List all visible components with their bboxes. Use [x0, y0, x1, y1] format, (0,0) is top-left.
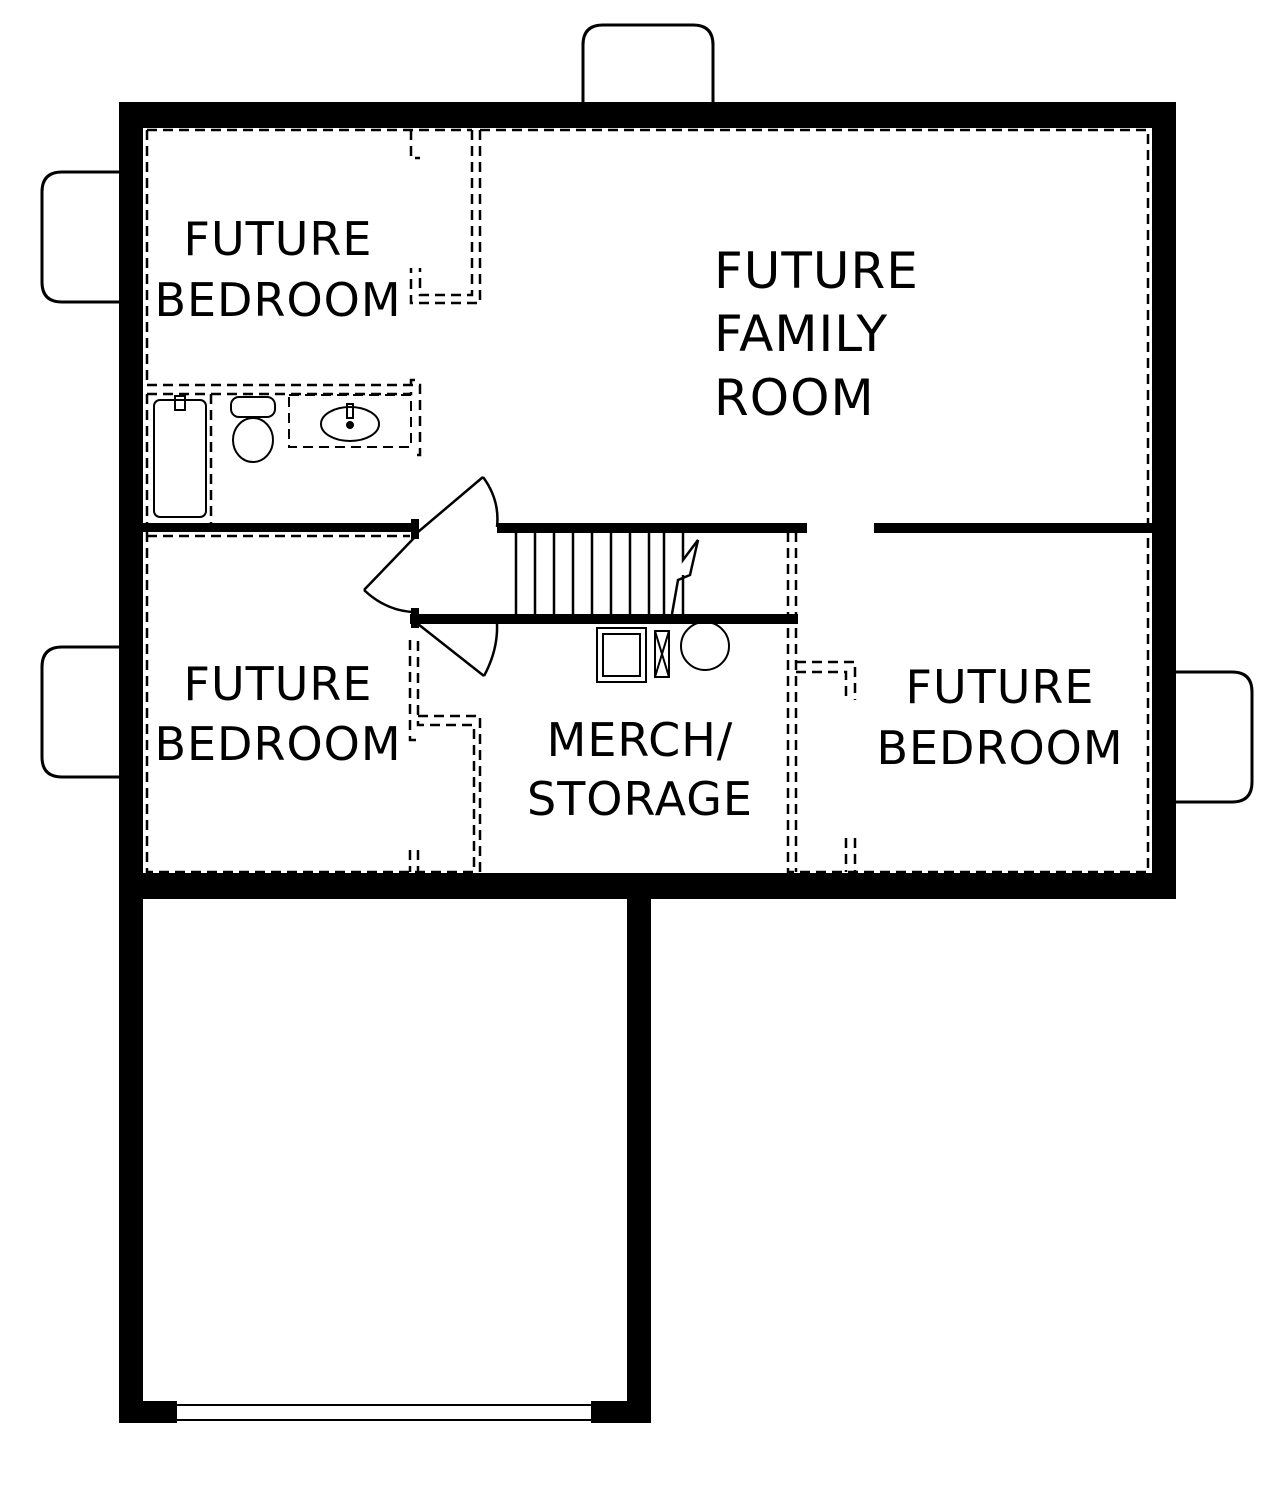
garage-walls — [119, 899, 651, 1423]
furnace-icon — [596, 627, 670, 683]
wall-west — [119, 102, 143, 899]
interior-walls — [143, 519, 1152, 628]
label-family-room-line2: FAMILY — [714, 305, 888, 363]
stairs-icon — [514, 533, 700, 615]
label-family-room: FUTURE FAMILY ROOM — [714, 242, 919, 427]
sink-icon — [288, 394, 412, 448]
future-wall-bath-outline — [145, 378, 422, 523]
label-family-room-line1: FUTURE — [714, 242, 919, 300]
wall-north — [119, 102, 1176, 128]
label-storage-line2: STORAGE — [527, 772, 753, 826]
wall-bath-south — [143, 523, 414, 532]
doors — [363, 476, 499, 677]
door-jamb-2 — [411, 608, 419, 628]
future-wall-nw-outline — [145, 128, 482, 385]
label-family-room-line3: ROOM — [714, 369, 875, 427]
window-wells — [40, 23, 1254, 804]
bathtub-icon — [153, 395, 207, 518]
wall-stairs-north — [497, 523, 807, 533]
door-bath — [417, 476, 499, 533]
door-jamb-1 — [411, 519, 419, 539]
label-bedroom-nw: FUTURE BEDROOM — [154, 212, 401, 327]
water-heater-icon — [680, 621, 730, 671]
label-bedroom-e-line2: BEDROOM — [876, 721, 1123, 775]
future-walls — [145, 128, 1150, 874]
future-wall-e-bedroom — [786, 532, 1150, 874]
label-bedroom-e-line1: FUTURE — [906, 660, 1095, 714]
label-bedroom-e: FUTURE BEDROOM — [876, 660, 1123, 775]
label-bedroom-nw-line1: FUTURE — [184, 212, 373, 266]
label-bedroom-sw-line2: BEDROOM — [154, 717, 401, 771]
label-bedroom-nw-line2: BEDROOM — [154, 273, 401, 327]
label-storage: MERCH/ STORAGE — [527, 713, 753, 826]
garage-wall-west — [119, 899, 143, 1423]
window-well-east — [1174, 670, 1254, 804]
window-well-west-upper — [40, 170, 120, 304]
future-wall-family-outline — [480, 128, 1150, 523]
garage-wall-east — [627, 899, 651, 1423]
window-well-west-lower — [40, 645, 120, 779]
future-wall-sw-bedroom — [145, 532, 482, 874]
label-storage-line1: MERCH/ — [547, 713, 734, 767]
wall-east-partition — [874, 523, 1152, 533]
label-bedroom-sw: FUTURE BEDROOM — [154, 657, 401, 771]
toilet-icon — [230, 396, 276, 463]
exterior-walls — [119, 102, 1176, 899]
door-storage — [417, 623, 499, 677]
garage-door — [177, 1404, 591, 1421]
wall-stairs-south — [410, 614, 798, 624]
wall-south — [119, 873, 1176, 899]
garage-wall-south-right — [591, 1401, 651, 1423]
wall-east — [1152, 102, 1176, 899]
garage-wall-south-left — [119, 1401, 177, 1423]
label-bedroom-sw-line1: FUTURE — [184, 657, 373, 711]
window-well-north — [581, 23, 715, 103]
door-bedroom-sw — [363, 537, 415, 614]
